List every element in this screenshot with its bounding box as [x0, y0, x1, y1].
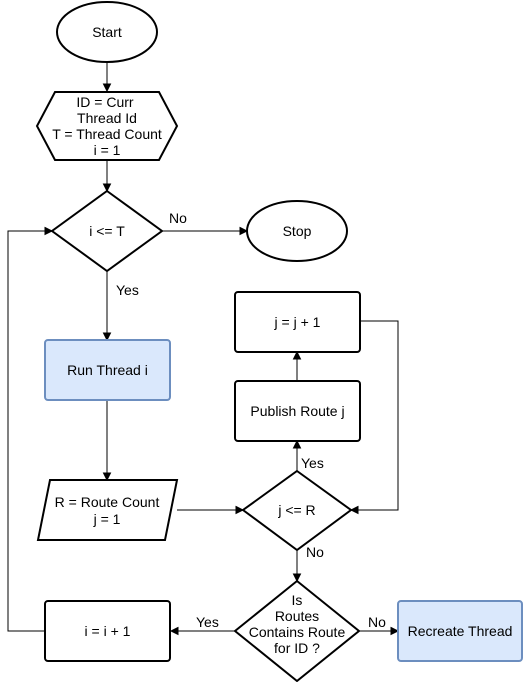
arrowhead [292, 350, 302, 360]
arrowhead [390, 626, 400, 636]
route-init-label-line-1: R = Route Count [55, 494, 160, 510]
run-thread-label: Run Thread i [67, 362, 148, 378]
publish-node: Publish Route j [234, 380, 361, 442]
arrowhead [239, 226, 249, 236]
arrowhead [349, 505, 359, 515]
init-label-line-1: ID = Curr [76, 94, 134, 110]
arrowhead [169, 626, 179, 636]
edge-inc-i-to-cond-i [7, 230, 45, 632]
edges [7, 62, 400, 636]
condition-i-node: i <= T [50, 189, 164, 273]
label-cond-i-no: No [169, 210, 187, 226]
label-contains-yes: Yes [196, 614, 219, 630]
label-contains-no: No [368, 614, 386, 630]
stop-node: Stop [246, 200, 348, 262]
inc-j-node: j = j + 1 [234, 291, 361, 353]
contains-label-line-3: Contains Route [249, 624, 346, 640]
inc-i-node: i = i + 1 [44, 600, 171, 662]
label-cond-i-yes: Yes [116, 282, 139, 298]
condition-j-node: j <= R [241, 469, 353, 552]
start-node: Start [56, 1, 158, 63]
route-init-label-line-2: j = 1 [93, 511, 121, 527]
condition-i-label: i <= T [89, 223, 125, 239]
contains-label-line-2: Routes [275, 608, 319, 624]
init-label-line-3: T = Thread Count [52, 126, 162, 142]
condition-j-label: j <= R [277, 502, 315, 518]
arrowhead [292, 439, 302, 449]
inc-i-label: i = i + 1 [85, 623, 131, 639]
arrowhead [102, 183, 112, 193]
arrowhead [102, 83, 112, 93]
init-label-line-2: Thread Id [77, 110, 137, 126]
contains-label-line-4: for ID ? [274, 640, 320, 656]
init-label-line-4: i = 1 [94, 142, 121, 158]
arrowhead [102, 332, 112, 342]
edge-labels: No Yes Yes No Yes No [116, 210, 386, 630]
arrowhead [102, 472, 112, 482]
label-cond-j-yes: Yes [301, 455, 324, 471]
label-cond-j-no: No [306, 544, 324, 560]
contains-label-line-1: Is [292, 592, 303, 608]
inc-j-label: j = j + 1 [274, 314, 321, 330]
stop-label: Stop [283, 223, 312, 239]
start-label: Start [92, 24, 122, 40]
edge-inc-j-to-cond-j [358, 320, 399, 511]
arrowhead [292, 573, 302, 583]
publish-label: Publish Route j [250, 403, 344, 419]
arrowhead [44, 226, 54, 236]
recreate-thread-node: Recreate Thread [397, 600, 523, 662]
run-thread-node: Run Thread i [44, 339, 171, 401]
route-init-node: R = Route Count j = 1 [36, 479, 179, 541]
recreate-thread-label: Recreate Thread [408, 623, 513, 639]
contains-node: Is Routes Contains Route for ID ? [233, 579, 361, 682]
arrowhead [235, 505, 245, 515]
init-node: ID = Curr Thread Id T = Thread Count i =… [35, 91, 179, 161]
